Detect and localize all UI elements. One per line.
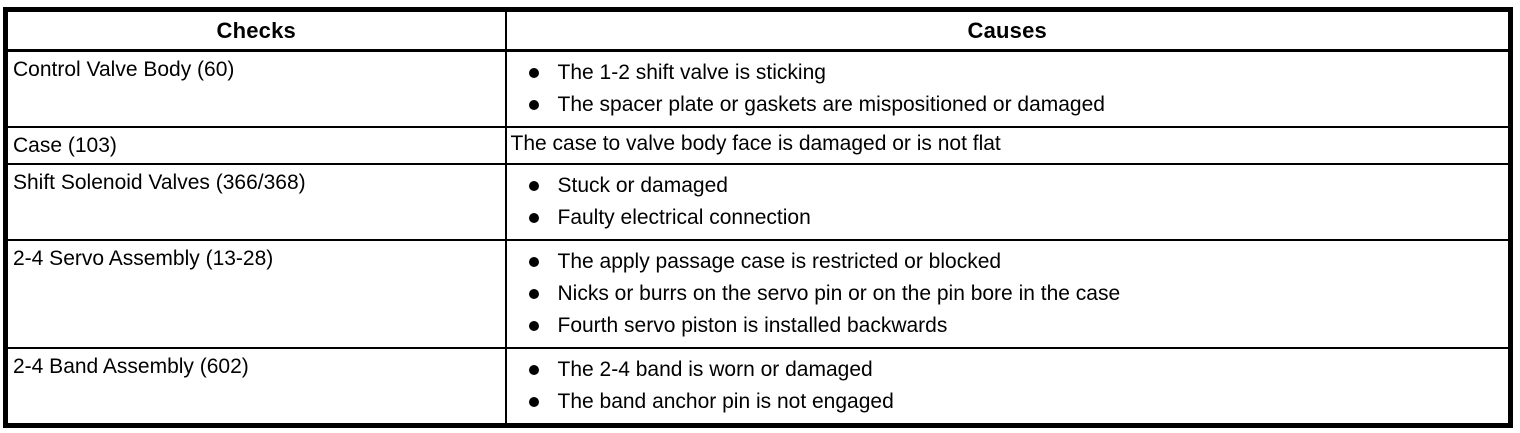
bullet-icon: [528, 320, 539, 331]
causes-cell: The case to valve body face is damaged o…: [504, 126, 1511, 164]
cause-item: The 2-4 band is worn or damaged: [507, 354, 1509, 386]
cause-item: Nicks or burrs on the servo pin or on th…: [507, 278, 1509, 310]
bullet-icon: [528, 99, 539, 110]
cause-text: The band anchor pin is not engaged: [557, 390, 894, 413]
bullet-icon: [528, 67, 539, 78]
table-body: Control Valve Body (60)The 1-2 shift val…: [5, 49, 1511, 426]
bullet-icon: [528, 180, 539, 191]
column-header-checks: Checks: [5, 9, 506, 52]
cause-text: Nicks or burrs on the servo pin or on th…: [557, 282, 1121, 305]
check-cell: 2-4 Band Assembly (602): [5, 347, 506, 426]
bullet-icon: [528, 364, 539, 375]
check-cell: Case (103): [5, 126, 506, 164]
column-header-causes: Causes: [504, 9, 1511, 52]
cause-item: Stuck or damaged: [507, 170, 1509, 202]
cause-text: The 1-2 shift valve is sticking: [557, 61, 826, 84]
cause-item: The apply passage case is restricted or …: [507, 246, 1509, 278]
bullet-icon: [528, 396, 539, 407]
cause-text: Fourth servo piston is installed backwar…: [557, 314, 948, 337]
cause-item: The spacer plate or gaskets are misposit…: [507, 89, 1509, 121]
cause-item: Fourth servo piston is installed backwar…: [507, 310, 1509, 342]
cause-text: Faulty electrical connection: [557, 206, 811, 229]
check-cell: Shift Solenoid Valves (366/368): [5, 163, 506, 240]
cause-text: The case to valve body face is damaged o…: [510, 132, 1001, 155]
causes-cell: The apply passage case is restricted or …: [504, 239, 1511, 348]
cause-text: The spacer plate or gaskets are misposit…: [557, 93, 1105, 116]
header-row: Checks Causes: [5, 9, 1511, 52]
cause-item: The 1-2 shift valve is sticking: [507, 57, 1509, 89]
bullet-icon: [528, 212, 539, 223]
cause-text: The 2-4 band is worn or damaged: [557, 358, 873, 381]
bullet-icon: [528, 256, 539, 267]
bullet-icon: [528, 288, 539, 299]
cause-text: The apply passage case is restricted or …: [557, 250, 1002, 273]
table-row: Shift Solenoid Valves (366/368)Stuck or …: [5, 163, 1511, 240]
cause-text: Stuck or damaged: [557, 174, 728, 197]
cause-item: The band anchor pin is not engaged: [507, 386, 1509, 418]
table-row: 2-4 Band Assembly (602)The 2-4 band is w…: [5, 347, 1511, 426]
check-cell: 2-4 Servo Assembly (13-28): [5, 239, 506, 348]
table-row: 2-4 Servo Assembly (13-28) The apply pass…: [5, 239, 1511, 348]
cause-item: The case to valve body face is damaged o…: [507, 128, 1509, 159]
checks-causes-table: Checks Causes Control Valve Body (60)The…: [3, 7, 1513, 428]
table-row: Case (103)The case to valve body face is…: [5, 126, 1511, 164]
cause-item: Faulty electrical connection: [507, 202, 1509, 234]
check-cell: Control Valve Body (60): [5, 49, 506, 127]
table-row: Control Valve Body (60)The 1-2 shift val…: [5, 49, 1511, 127]
